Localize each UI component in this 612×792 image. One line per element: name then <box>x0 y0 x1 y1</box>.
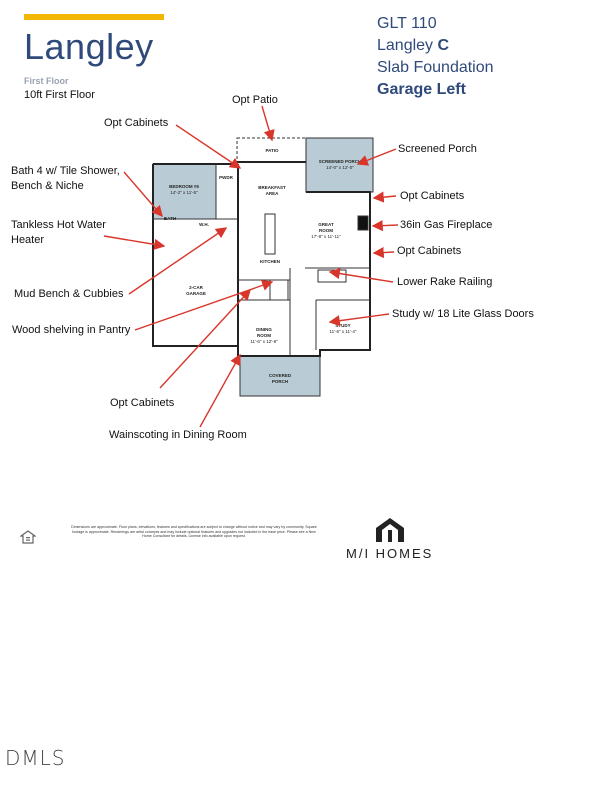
callout-opt-cabinets-top: Opt Cabinets <box>104 117 169 129</box>
label-kitchen: KITCHEN <box>260 259 280 264</box>
callout-opt-patio: Opt Patio <box>232 94 278 106</box>
plan-lot: GLT 110 <box>377 15 437 32</box>
callout-wainscoting: Wainscoting in Dining Room <box>109 429 247 441</box>
dim-great-room: 17'-8" x 11'-11" <box>311 234 341 239</box>
page-title: Langley <box>24 26 154 67</box>
callout-tankless: Tankless Hot Water <box>11 219 106 231</box>
mi-homes-logo-icon <box>372 516 408 542</box>
accent-bar <box>24 14 164 20</box>
dim-screened-porch: 14'-0" x 12'-0" <box>326 165 354 170</box>
callout-bath4: Bath 4 w/ Tile Shower, <box>11 165 120 177</box>
covered-porch-area <box>239 355 321 397</box>
label-pwdr: PWDR <box>219 175 233 180</box>
callout-pantry: Wood shelving in Pantry <box>12 324 131 336</box>
callout-lower-rake: Lower Rake Railing <box>397 276 493 288</box>
callout-fireplace: 36in Gas Fireplace <box>400 219 493 231</box>
dim-bedroom: 14'-2" x 11'-5" <box>170 190 198 195</box>
callout-opt-cabinets-bottom: Opt Cabinets <box>110 397 175 409</box>
plan-foundation: Slab Foundation <box>377 59 494 76</box>
callout-opt-cabinets-right2: Opt Cabinets <box>397 245 462 257</box>
label-wh: W.H. <box>199 222 209 227</box>
label-covered-porch: COVERED <box>269 373 292 378</box>
callout-opt-cabinets-right1: Opt Cabinets <box>400 190 465 202</box>
plan-garage: Garage Left <box>377 81 466 98</box>
label-garage: 2-CAR <box>189 285 204 290</box>
garage-wall <box>152 164 238 347</box>
plan-info: GLT 110 Langley C Slab Foundation Garage… <box>377 13 494 101</box>
callout-mud-bench: Mud Bench & Cubbies <box>14 288 124 300</box>
floor-label: First Floor <box>24 76 69 86</box>
bedroom5-area <box>152 163 217 220</box>
label-dining2: ROOM <box>257 333 271 338</box>
label-screened-porch: SCREENED PORCH <box>319 159 362 164</box>
dmls-watermark: DMLS <box>5 746 66 770</box>
label-breakfast: BREAKFAST <box>258 185 286 190</box>
callout-study-doors: Study w/ 18 Lite Glass Doors <box>392 308 534 320</box>
label-dining: DINING <box>256 327 272 332</box>
ceiling-note: 10ft First Floor <box>24 89 95 101</box>
callout-tankless-line2: Heater <box>11 234 45 246</box>
label-breakfast2: AREA <box>266 191 280 196</box>
callout-bath4-line2: Bench & Niche <box>11 180 84 192</box>
label-bedroom: BEDROOM #5 <box>169 184 199 189</box>
label-covered-porch2: PORCH <box>272 379 288 384</box>
label-patio: PATIO <box>265 148 279 153</box>
callout-screened-porch: Screened Porch <box>398 143 477 155</box>
label-study: STUDY <box>335 323 350 328</box>
dim-dining: 11'-6" x 12'-8" <box>250 339 278 344</box>
plan-model: Langley C <box>377 37 450 54</box>
dim-study: 11'-6" x 11'-4" <box>329 329 356 334</box>
callout-arrows <box>103 105 399 428</box>
brand-name: M/I HOMES <box>346 546 434 561</box>
label-bath: BATH <box>164 216 176 221</box>
label-garage2: GARAGE <box>186 291 206 296</box>
equal-housing-icon <box>19 530 37 544</box>
disclaimer-text: Dimensions are approximate. Floor plans,… <box>71 525 317 539</box>
label-great-room: GREAT <box>318 222 334 227</box>
label-great-room2: ROOM <box>319 228 333 233</box>
rear-wall <box>153 161 306 165</box>
